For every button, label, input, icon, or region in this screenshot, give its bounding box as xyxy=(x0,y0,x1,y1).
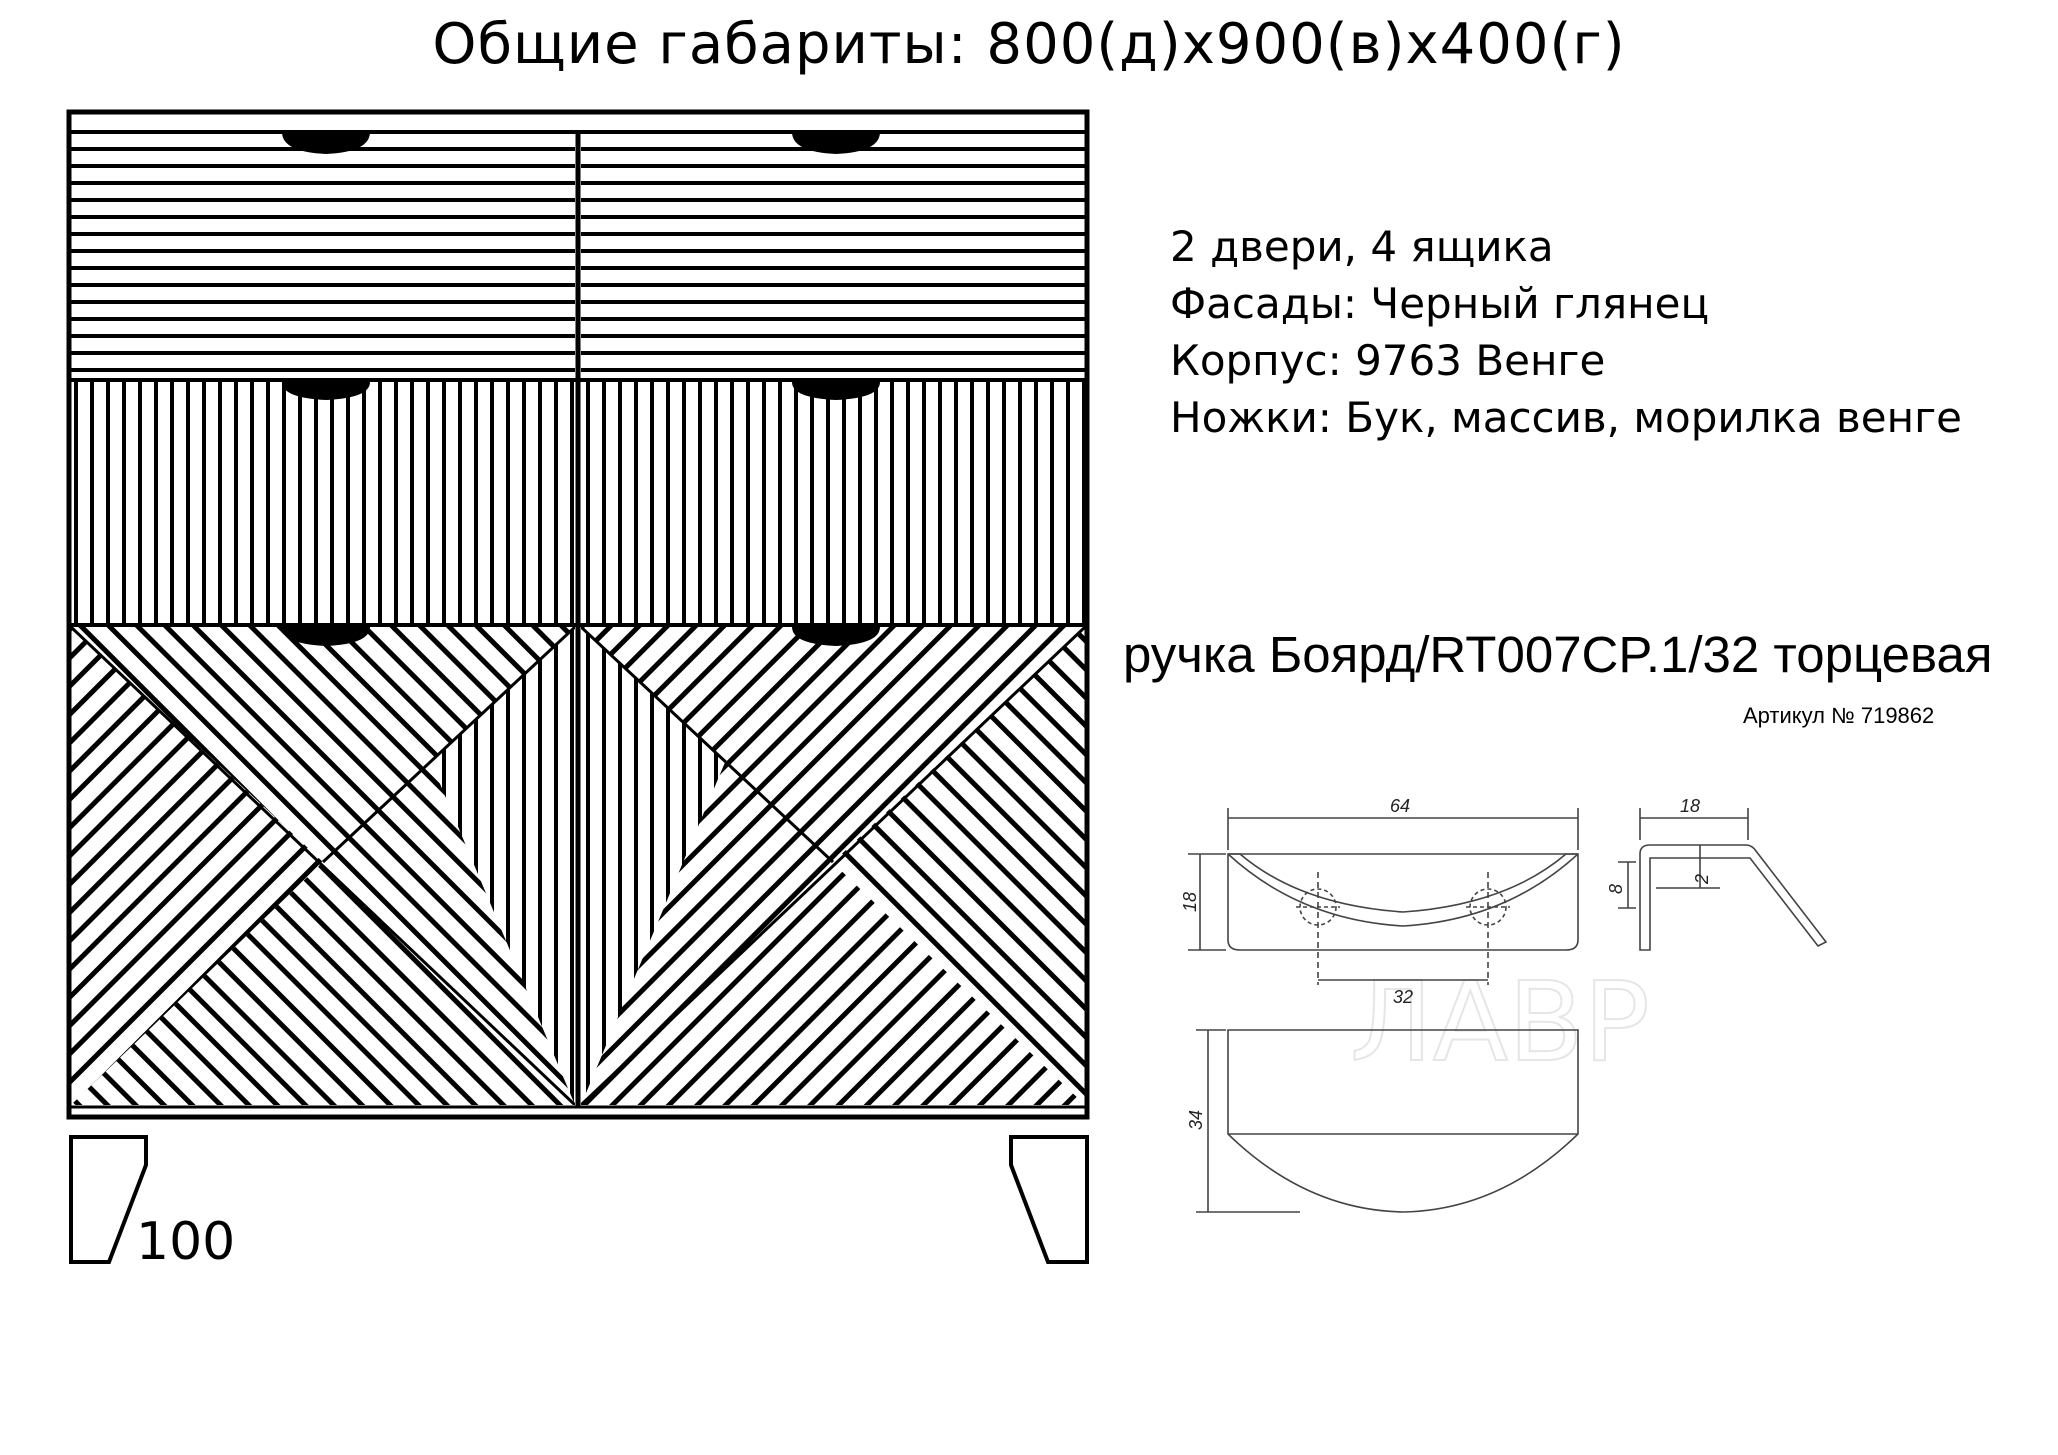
handle-drawing: ЛАВР 64 18 32 18 8 xyxy=(1180,796,1828,1213)
handle-icon xyxy=(792,132,880,154)
watermark: ЛАВР xyxy=(1350,958,1650,1086)
door-right xyxy=(581,627,1085,1105)
spec-legs: Ножки: Бук, массив, морилка венге xyxy=(1170,393,1962,442)
drawer-middle-right xyxy=(581,382,1085,623)
handle-article: Артикул № 719862 xyxy=(1743,703,1935,728)
dim-thickness: 2 xyxy=(1692,874,1712,885)
handle-title: ручка Боярд/RT007CP.1/32 торцевая xyxy=(1123,626,1993,683)
cabinet xyxy=(66,109,1090,1264)
dim-lip: 8 xyxy=(1606,884,1626,894)
handle-icon xyxy=(792,627,880,646)
handle-icon xyxy=(282,132,370,154)
handle-icon xyxy=(792,382,880,400)
drawer-middle-left xyxy=(71,382,575,623)
leg-right xyxy=(1009,1135,1089,1264)
dim-front-height: 34 xyxy=(1186,1110,1206,1130)
drawer-top-right xyxy=(581,132,1085,378)
page-title: Общие габариты: 800(д)x900(в)x400(г) xyxy=(432,12,1626,77)
handle-icon xyxy=(282,382,370,400)
leg-height-label: 100 xyxy=(136,1212,236,1272)
handle-icon xyxy=(282,627,370,646)
dim-hole-spacing: 32 xyxy=(1393,987,1413,1007)
drawer-top-left xyxy=(71,132,575,378)
dim-depth: 18 xyxy=(1680,796,1700,816)
spec-doors-drawers: 2 двери, 4 ящика xyxy=(1170,222,1554,271)
spec-body: Корпус: 9763 Венге xyxy=(1170,336,1606,385)
dim-height: 18 xyxy=(1180,892,1200,912)
leg-left xyxy=(69,1135,148,1264)
cabinet-top xyxy=(67,110,1089,134)
dim-width: 64 xyxy=(1390,796,1410,816)
drawer-handles xyxy=(282,132,880,646)
door-left xyxy=(71,627,575,1105)
spec-facades: Фасады: Черный глянец xyxy=(1170,279,1710,328)
